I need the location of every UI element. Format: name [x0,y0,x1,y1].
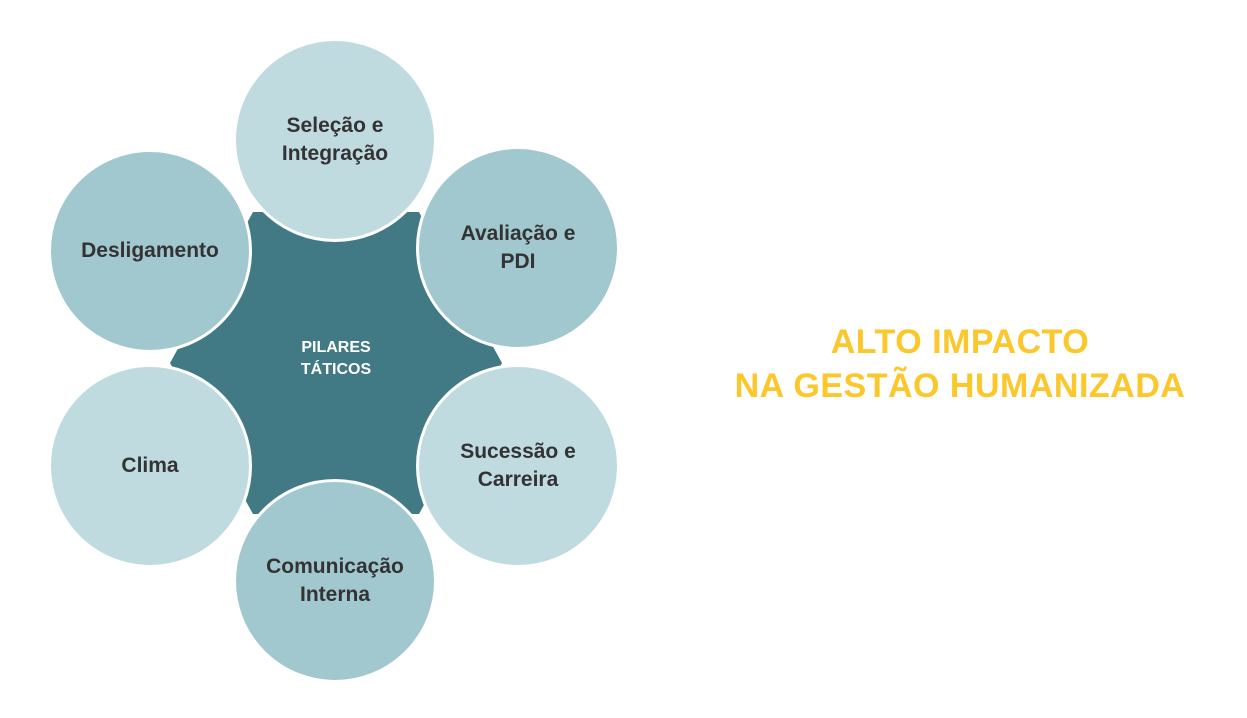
pillar-label-line1: Comunicação [266,555,404,578]
pillar-label-line2: Integração [281,142,389,165]
pillar-label-line1: Desligamento [81,239,219,262]
pillar-avaliacao-pdi: Avaliação e PDI [416,146,620,350]
headline-line2: NA GESTÃO HUMANIZADA [734,367,1186,405]
pillar-label-line2: PDI [500,250,536,273]
center-label-line2: TÁTICOS [300,361,372,378]
pillar-clima: Clima [48,364,252,568]
center-label-line1: PILARES [301,339,371,356]
pillar-label-line1: Avaliação e [460,222,576,245]
pillar-sucessao-carreira: Sucessão e Carreira [416,364,620,568]
pillar-desligamento: Desligamento [48,149,252,353]
pillar-label-line2: Carreira [477,468,559,491]
pillars-diagram: Seleção e Integração Avaliação e PDI Suc… [48,38,620,683]
pillar-comunicacao-interna: Comunicação Interna [233,479,437,683]
center-label: PILARES TÁTICOS [236,337,436,381]
pillar-selecao-integracao: Seleção e Integração [233,38,437,242]
pillar-label-line1: Sucessão e [460,440,576,463]
pillar-label-line2: Interna [299,583,370,606]
pillar-label-line1: Seleção e [286,114,384,137]
pillar-label-line1: Clima [121,454,179,477]
headline-line1: ALTO IMPACTO [830,323,1090,361]
headline: ALTO IMPACTO NA GESTÃO HUMANIZADA [700,320,1220,408]
